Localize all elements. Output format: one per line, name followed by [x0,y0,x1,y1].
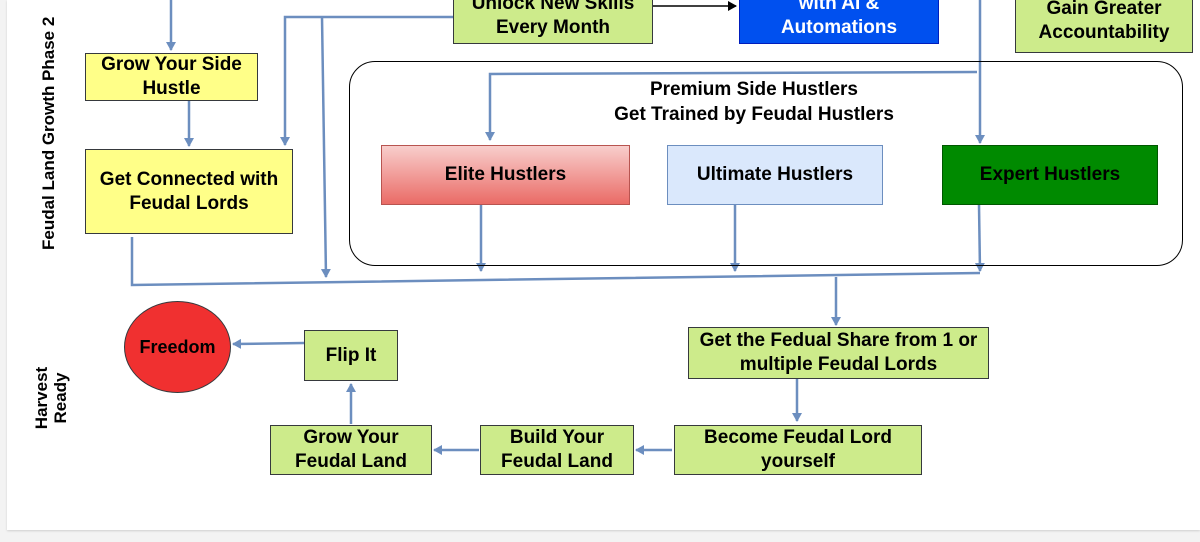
accountability-box: Gain Greater Accountability [1015,0,1193,53]
connector-left-vertical-to-merge [320,16,331,278]
ultimate-hustlers-text: Ultimate Hustlers [696,164,854,185]
expert-hustlers-box: Expert Hustlers [942,145,1158,205]
flip-it-text: Flip It [325,344,377,366]
flip-it-box: Flip It [304,330,398,381]
connector-layer [130,0,985,455]
premium-title-line-1: Premium Side Hustlers [649,79,859,100]
premium-hustlers-title: Premium Side Hustlers Get Trained by Feu… [567,77,941,127]
accountability-text: Gain Greater Accountability [1038,0,1170,43]
become-feudal-lord-box: Become Feudal Lord yourself [674,425,922,475]
unlock-skills-text: Unlock New Skills Every Month [471,0,635,38]
get-connected-text: Get Connected with Feudal Lords [99,168,279,214]
feudal-share-text: Get the Fedual Share from 1 or multiple … [699,330,978,375]
connector-expert-down [974,204,985,272]
premium-title-line-2: Get Trained by Feudal Hustlers [614,104,894,125]
grow-feudal-land-box: Grow Your Feudal Land [270,425,432,475]
connector-unlock-to-connected [280,15,453,146]
harvest-ready-label: Harvest Ready [32,363,72,433]
build-feudal-land-text: Build Your Feudal Land [501,427,613,472]
grow-side-hustle-box: Grow Your Side Hustle [85,53,258,101]
harvest-line-1: Harvest [32,366,51,430]
elite-hustlers-text: Elite Hustlers [444,164,567,185]
phase-2-label: Feudal Land Growth Phase 2 [39,16,58,250]
feudal-share-box: Get the Fedual Share from 1 or multiple … [688,327,989,379]
connector-connected-to-merge [130,237,981,287]
harvest-line-2: Ready [51,372,70,424]
freedom-text: Freedom [139,336,216,357]
connector-flip-to-freedom [232,338,305,349]
ai-automations-box: with AI & Automations [739,0,939,44]
ai-automations-text: with AI & Automations [780,0,898,38]
connector-premium-to-elite [485,70,978,141]
get-connected-box: Get Connected with Feudal Lords [85,149,293,234]
grow-feudal-land-text: Grow Your Feudal Land [295,427,407,472]
elite-hustlers-box: Elite Hustlers [381,145,630,205]
ultimate-hustlers-box: Ultimate Hustlers [667,145,883,205]
unlock-skills-box: Unlock New Skills Every Month [453,0,653,44]
diagram-canvas: Feudal Land Growth Phase 2 Harvest Ready… [7,0,1200,530]
expert-hustlers-text: Expert Hustlers [979,164,1121,185]
become-feudal-lord-text: Become Feudal Lord yourself [704,427,892,472]
freedom-circle: Freedom [124,301,231,393]
build-feudal-land-box: Build Your Feudal Land [480,425,634,475]
premium-hustlers-container [349,61,1183,266]
grow-side-hustle-text: Grow Your Side Hustle [101,54,242,99]
